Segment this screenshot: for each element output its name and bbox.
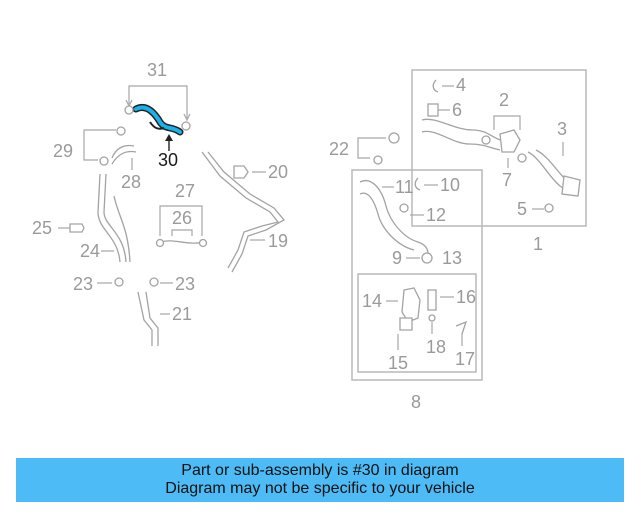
pipe-part-19 [201, 151, 280, 269]
clamp-31a [124, 105, 134, 115]
gasket-part-6 [427, 103, 439, 117]
callout-13: 13 [442, 248, 462, 268]
callout-20: 20 [268, 162, 288, 182]
clip-part-17 [455, 320, 468, 335]
clamp-22b [373, 155, 383, 165]
callout-2: 2 [499, 90, 509, 110]
callout-18: 18 [426, 337, 446, 357]
bracket-2 [493, 115, 521, 130]
bracket-29 [83, 129, 116, 161]
parts-diagram: 30 31 29 28 24 25 23 23 21 27 26 19 [32, 60, 587, 412]
callout-23-left: 23 [73, 274, 93, 294]
callout-24: 24 [80, 241, 100, 261]
assembly-box-13 [357, 273, 477, 373]
info-banner: Part or sub-assembly is #30 in diagram D… [16, 458, 624, 502]
hose-part-11 [359, 180, 429, 255]
callout-16: 16 [456, 287, 476, 307]
callout-29: 29 [53, 141, 73, 161]
callout-22: 22 [329, 139, 349, 159]
hose-part-26 [161, 240, 205, 244]
arrow-30 [165, 134, 173, 141]
callout-28: 28 [121, 172, 141, 192]
banner-line-2: Diagram may not be specific to your vehi… [165, 480, 475, 497]
bracket-27 [159, 205, 203, 236]
callout-7: 7 [502, 170, 512, 190]
assembly-box-1 [411, 69, 587, 227]
clamp-22a [388, 132, 400, 144]
callout-1: 1 [533, 234, 543, 254]
clip-part-4 [432, 79, 439, 93]
clamp-31b [181, 121, 191, 131]
bracket-31 [128, 85, 188, 118]
callout-5: 5 [517, 199, 527, 219]
oring-part-5 [544, 203, 554, 213]
callout-25: 25 [32, 218, 52, 238]
clamp-23a [114, 277, 124, 287]
clamp-29a [116, 126, 126, 136]
hose-part-21 [137, 291, 153, 346]
assembly-box-8 [351, 169, 483, 381]
bolt-part-12 [399, 203, 409, 213]
callout-6: 6 [452, 100, 462, 120]
callout-12: 12 [426, 205, 446, 225]
callout-30: 30 [158, 150, 178, 170]
clamp-part-9 [421, 252, 433, 264]
fitting-part-14 [401, 287, 421, 323]
sensor-part-25 [69, 223, 85, 233]
pipe-part-24 [97, 173, 121, 263]
banner-line-1: Part or sub-assembly is #30 in diagram [181, 462, 459, 479]
callout-11: 11 [395, 177, 414, 197]
callout-10: 10 [440, 175, 460, 195]
clamp-23b [149, 277, 159, 287]
callout-8: 8 [411, 392, 421, 412]
callout-21: 21 [172, 304, 192, 324]
callout-9: 9 [392, 248, 402, 268]
fitting-part-2 [499, 129, 521, 153]
bracket-26 [171, 229, 193, 236]
callout-27: 27 [175, 181, 195, 201]
callout-19: 19 [268, 231, 288, 251]
sensor-part-16 [427, 289, 437, 311]
hose-part-28 [111, 144, 135, 159]
hose-part-1b [527, 151, 575, 197]
hose-part-30[interactable] [132, 104, 184, 136]
clip-part-10 [414, 177, 421, 191]
callout-15: 15 [388, 353, 408, 373]
callout-14: 14 [362, 291, 382, 311]
callout-23-right: 23 [175, 274, 195, 294]
callout-3: 3 [557, 119, 567, 139]
sensor-part-20 [233, 165, 249, 179]
callout-26: 26 [172, 208, 192, 228]
bracket-22 [357, 137, 386, 159]
hose-part-1a [421, 118, 501, 141]
callout-4: 4 [456, 75, 466, 95]
callout-17: 17 [455, 349, 475, 369]
callout-31: 31 [147, 60, 167, 80]
clamp-29b [99, 156, 109, 166]
